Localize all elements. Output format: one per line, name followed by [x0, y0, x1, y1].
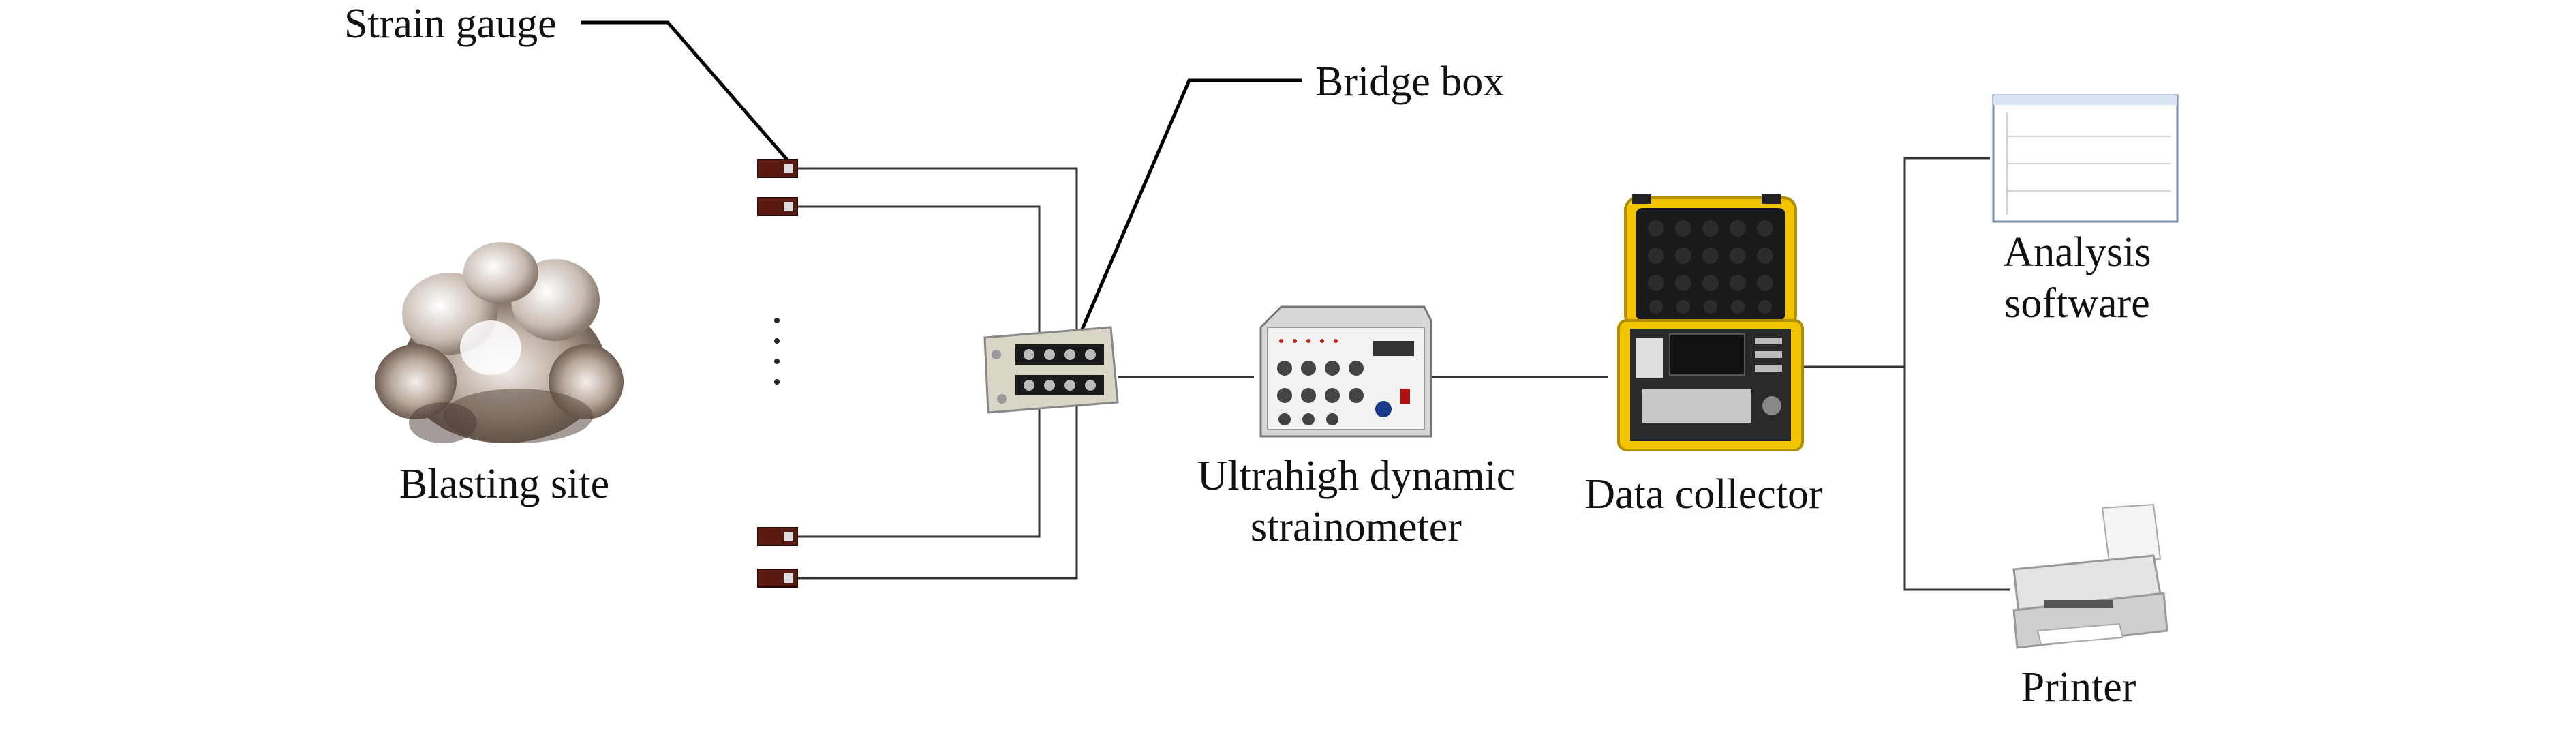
blasting-site-label: Blasting site [399, 461, 609, 507]
software-window-icon [1992, 94, 2179, 223]
strain-gauge-icon [757, 569, 798, 588]
strain-gauge-icon [757, 527, 798, 546]
strainometer-label-line2: strainometer [1251, 504, 1462, 550]
strainometer-label-line1: Ultrahigh dynamic [1197, 453, 1516, 499]
wire-branch-to-outputs [1903, 157, 2010, 591]
strainometer-device-icon [1259, 305, 1432, 438]
strain-gauge-icon [757, 197, 798, 216]
bridge-box-icon [983, 326, 1119, 414]
strain-gauge-leader [581, 20, 792, 165]
analysis-software-label-line2: software [2004, 280, 2149, 327]
printer-icon [2012, 503, 2168, 649]
analysis-software-label-line1: Analysis [2004, 229, 2151, 275]
explosion-cloud-icon [375, 242, 624, 443]
bridge-box-label: Bridge box [1315, 59, 1504, 105]
bridge-box-leader [1069, 78, 1302, 355]
ellipsis-dots [774, 318, 780, 385]
data-collector-label: Data collector [1584, 471, 1823, 518]
strain-gauge-label: Strain gauge [344, 1, 557, 47]
data-collector-case-icon [1617, 194, 1804, 451]
printer-label: Printer [2021, 664, 2136, 710]
strain-gauge-icon [757, 159, 798, 178]
